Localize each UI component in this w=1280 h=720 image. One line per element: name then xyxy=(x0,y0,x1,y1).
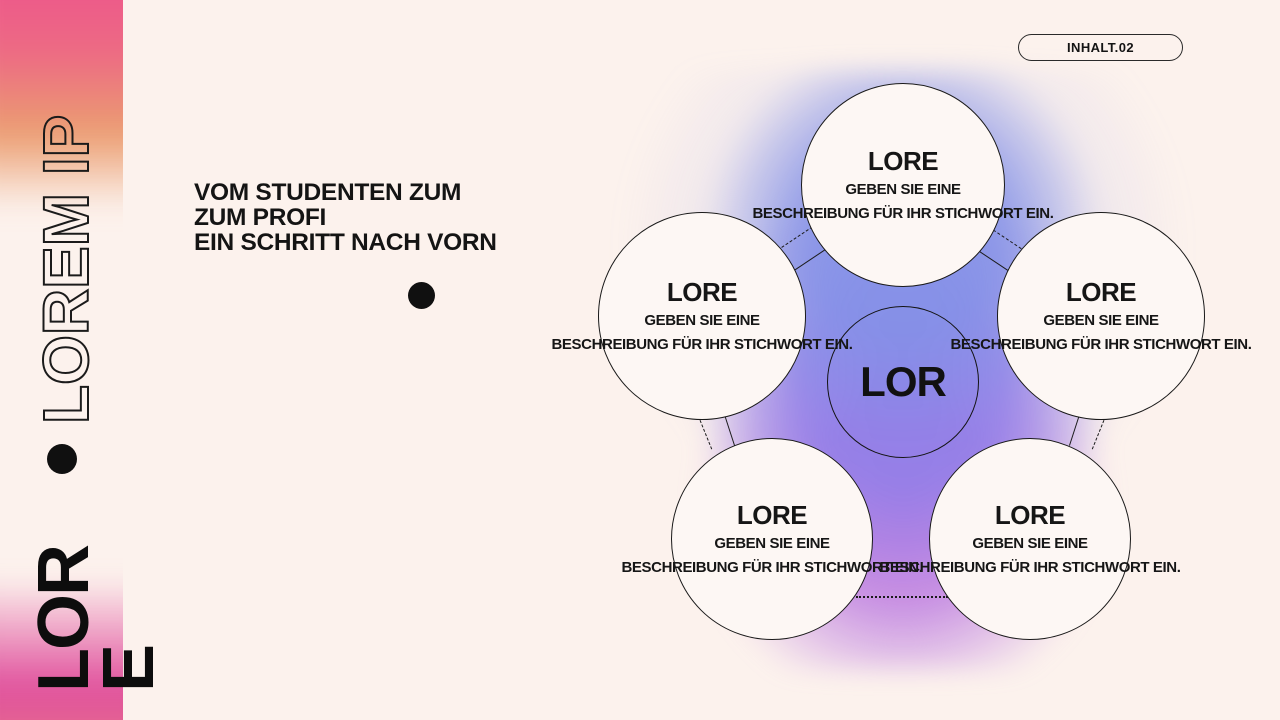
node-title: LORE xyxy=(736,500,808,530)
diagram-node-left: LORE GEBEN SIE EINE BESCHREIBUNG FÜR IHR… xyxy=(552,212,853,420)
node-description: BESCHREIBUNG FÜR IHR STICHWORT EIN. xyxy=(551,335,853,353)
node-description: BESCHREIBUNG FÜR IHR STICHWORT EIN. xyxy=(879,558,1181,576)
diagram-node-center: LOR xyxy=(827,306,979,458)
diagram-node-bottom-right: LORE GEBEN SIE EINE BESCHREIBUNG FÜR IHR… xyxy=(880,438,1181,640)
sidebar-outline-word: LOREM IP xyxy=(29,114,103,425)
node-title: LORE xyxy=(867,146,939,176)
content-number-badge-label: INHALT.02 xyxy=(1067,40,1134,55)
node-title: LORE xyxy=(666,277,738,307)
node-description: BESCHREIBUNG FÜR IHR STICHWORT EIN. xyxy=(752,204,1054,222)
sidebar-solid-word: LOR E xyxy=(24,546,169,692)
diagram-node-right: LORE GEBEN SIE EINE BESCHREIBUNG FÜR IHR… xyxy=(951,212,1252,420)
node-title: LORE xyxy=(994,500,1066,530)
sidebar-bottom-gradient-blob xyxy=(0,578,123,720)
slide-title-line1: VOM STUDENTEN ZUM xyxy=(194,179,462,206)
title-dot xyxy=(408,282,435,309)
slide-title-line2: ZUM PROFI xyxy=(194,204,327,231)
node-subtitle: GEBEN SIE EINE xyxy=(1043,312,1159,329)
node-subtitle: GEBEN SIE EINE xyxy=(714,535,830,552)
node-subtitle: GEBEN SIE EINE xyxy=(845,181,961,198)
sidebar-top-gradient-blob xyxy=(0,0,123,220)
diagram-node-bottom-left: LORE GEBEN SIE EINE BESCHREIBUNG FÜR IHR… xyxy=(622,438,923,640)
node-subtitle: GEBEN SIE EINE xyxy=(972,535,1088,552)
sidebar-gradient-column xyxy=(0,0,123,720)
slide-title-line3: EIN SCHRITT NACH VORN xyxy=(194,229,497,256)
node-description: BESCHREIBUNG FÜR IHR STICHWORT EIN. xyxy=(621,558,923,576)
node-title: LORE xyxy=(1065,277,1137,307)
node-subtitle: GEBEN SIE EINE xyxy=(644,312,760,329)
connector-bottom-dotted xyxy=(856,596,948,598)
content-number-badge: INHALT.02 xyxy=(1018,34,1183,61)
sidebar-dot xyxy=(47,444,77,474)
node-description: BESCHREIBUNG FÜR IHR STICHWORT EIN. xyxy=(950,335,1252,353)
center-label: LOR xyxy=(860,358,947,405)
slide-title: VOM STUDENTEN ZUM ZUM PROFI EIN SCHRITT … xyxy=(194,180,497,255)
diagram-node-top: LORE GEBEN SIE EINE BESCHREIBUNG FÜR IHR… xyxy=(753,83,1054,287)
